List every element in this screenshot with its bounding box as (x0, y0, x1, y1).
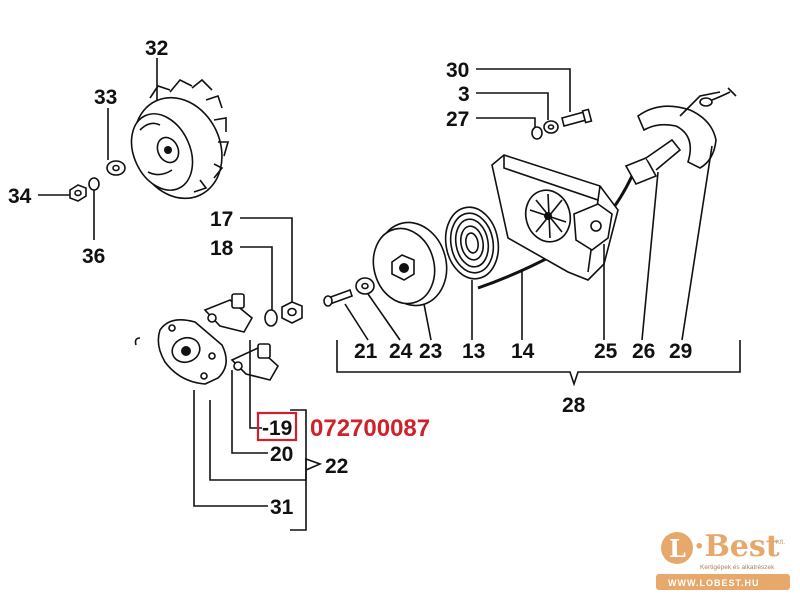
clutch-plate-part-31 (134, 319, 227, 385)
screw-part-30 (561, 108, 593, 127)
nut-part-17 (281, 301, 303, 324)
logo-url: WWW.LOBEST.HU (668, 578, 760, 588)
pawl-part-19 (203, 293, 254, 333)
logo-rft: Kft. (776, 540, 785, 546)
logo-tagline: Kertigépek és alkatrészek (700, 564, 775, 571)
label-14: 14 (511, 340, 535, 363)
label-26: 26 (632, 340, 655, 363)
svg-text:L: L (669, 534, 686, 563)
washer-part-27 (531, 126, 543, 140)
label-20: 20 (270, 443, 293, 466)
label-22: 22 (325, 455, 348, 478)
spring-washer-part-36 (88, 177, 100, 191)
label-19: -19 (262, 417, 292, 440)
logo-url-bar (656, 574, 790, 590)
label-24: 24 (389, 340, 413, 363)
nut-part-34 (69, 184, 87, 202)
part-number-label: 072700087 (310, 415, 430, 442)
logo-wordmark: ·Best (694, 529, 780, 564)
washer-part-33 (106, 160, 126, 176)
label-18: 18 (210, 237, 234, 260)
callout-labels: 32 33 34 36 30 3 27 17 18 21 24 23 13 14… (8, 37, 692, 519)
label-3: 3 (458, 83, 470, 106)
washer-part-3 (543, 120, 559, 134)
label-29: 29 (669, 340, 692, 363)
starter-housing-part-25 (491, 154, 619, 281)
label-33: 33 (94, 86, 117, 109)
washer-part-18 (264, 309, 278, 327)
screw-part-21 (323, 288, 354, 307)
label-17: 17 (210, 208, 233, 231)
label-13: 13 (462, 340, 485, 363)
label-27: 27 (446, 108, 469, 131)
label-31: 31 (270, 496, 294, 519)
label-32: 32 (145, 37, 168, 60)
highlight-box-19 (256, 411, 298, 442)
label-34: 34 (8, 185, 32, 208)
pawl-part-20 (230, 343, 280, 381)
label-30: 30 (446, 59, 469, 82)
lobest-logo: WWW.LOBEST.HU L ·Best Kft. Kertigépek és… (656, 529, 790, 590)
flywheel-part-32 (130, 78, 230, 200)
label-21: 21 (354, 340, 378, 363)
label-25: 25 (594, 340, 618, 363)
recoil-spring-part-13 (444, 206, 500, 280)
rope-pulley-part-23 (372, 221, 448, 307)
rope-guide-part-26 (624, 138, 682, 186)
logo-emblem: L (661, 532, 693, 564)
washer-part-24 (355, 277, 375, 295)
label-28: 28 (562, 394, 586, 417)
label-36: 36 (82, 245, 105, 268)
starter-handle-part-29 (637, 87, 737, 169)
label-23: 23 (419, 340, 442, 363)
